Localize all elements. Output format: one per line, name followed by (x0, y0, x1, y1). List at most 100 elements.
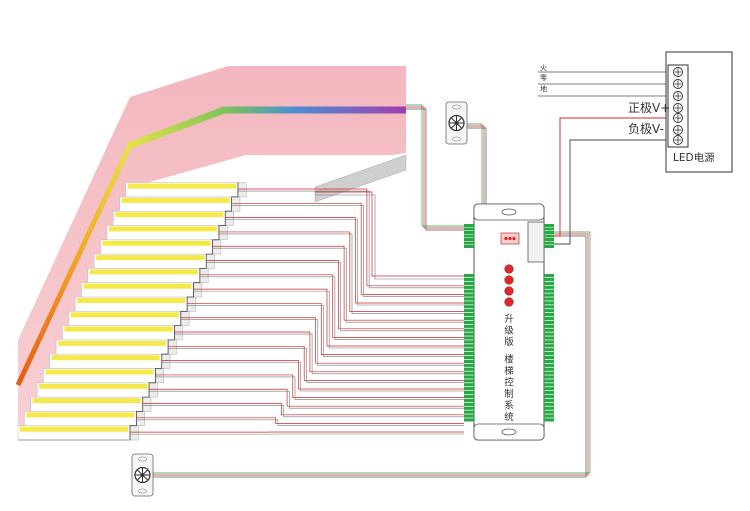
controller-terminal (544, 398, 554, 402)
controller-terminal (544, 394, 554, 399)
controller-terminal (544, 352, 554, 356)
psu-terminal-cross (674, 68, 682, 76)
rainbow-strip-wire (406, 106, 464, 229)
controller-terminal (464, 348, 474, 352)
controller-terminal (544, 363, 554, 367)
terminal-label-neutral: 零 (540, 74, 547, 82)
stair-riser (193, 282, 203, 298)
step-wire-red (193, 288, 464, 347)
step-wire-gray (193, 290, 464, 349)
controller-terminal (464, 391, 474, 395)
controller-button[interactable] (504, 264, 514, 274)
step-wire-red (231, 202, 464, 295)
controller-terminal (464, 224, 474, 227)
step-wire-gray (149, 390, 464, 409)
stair-riser (167, 339, 177, 355)
step-led-strip (32, 398, 141, 404)
stair-riser (142, 396, 152, 412)
controller-label-char: 版 (504, 336, 514, 348)
controller-terminal (544, 324, 554, 328)
controller-terminal (544, 301, 554, 305)
motion-sensor-icon (448, 114, 465, 132)
step-led-strip (20, 426, 128, 432)
step-wire-red (187, 303, 464, 355)
controller-terminal (464, 316, 474, 321)
step-wire-red (161, 360, 464, 390)
motion-sensor-bottom[interactable] (131, 453, 154, 497)
step-wire-red (149, 388, 464, 407)
controller-terminal (464, 238, 474, 241)
controller-terminal (464, 359, 474, 363)
step-led-strip (26, 412, 135, 418)
controller-button[interactable] (504, 297, 514, 307)
step-wire-gray (155, 376, 464, 400)
controller-terminal (544, 309, 554, 313)
controller-label-char: 统 (504, 411, 514, 423)
stair-riser (136, 411, 145, 426)
controller-terminal (544, 375, 554, 379)
controller-terminal (544, 241, 554, 245)
controller-terminal (464, 277, 474, 282)
controller-terminal (464, 301, 474, 305)
dc-negative-wire (544, 139, 674, 245)
controller-terminal (464, 367, 474, 371)
motion-sensor-top[interactable] (445, 101, 468, 145)
controller-terminal (464, 406, 474, 410)
controller-terminal (544, 359, 554, 363)
controller-terminal (464, 363, 474, 367)
step-led-strip (96, 255, 205, 261)
psu-terminal-cross (674, 126, 682, 134)
controller-terminal (544, 348, 554, 352)
step-led-strip (102, 240, 211, 246)
step-led-strip (64, 326, 173, 332)
stair-edge (129, 182, 239, 440)
step-wire-red (206, 260, 464, 330)
step-led-strip (121, 197, 230, 203)
step-wire-red (155, 374, 464, 398)
stair-riser (231, 196, 241, 212)
terminal-label-live: 火 (540, 64, 547, 72)
led-power-supply: LED电源 火 零 地 正极V+ 负极V- (540, 51, 733, 173)
stair-riser (174, 325, 184, 341)
controller-terminal (544, 355, 554, 360)
step-wire-gray (237, 190, 464, 289)
top-sensor-wire (467, 125, 485, 204)
stair-riser (199, 268, 209, 283)
step-led-strip (89, 269, 198, 275)
psu-terminal-cross (674, 114, 682, 122)
controller-terminal (544, 277, 554, 282)
controller-terminal (544, 285, 554, 289)
psu-terminal-cross (674, 92, 682, 100)
controller-terminal (544, 231, 554, 234)
controller-terminal (464, 402, 474, 406)
controller-terminal (464, 383, 474, 387)
controller-button[interactable] (504, 275, 514, 285)
step-led-strip (45, 369, 154, 375)
step-led-strip (108, 226, 217, 232)
controller-terminal (544, 391, 554, 395)
step-led-strip (70, 312, 179, 318)
step-wire-gray (142, 405, 464, 418)
step-wire-gray (180, 319, 464, 366)
step-wire-red (180, 317, 464, 364)
psu-terminal-cross (674, 104, 682, 112)
controller-button[interactable] (504, 286, 514, 296)
controller-terminal (544, 344, 554, 348)
stair-riser (218, 225, 228, 241)
controller-terminal (464, 328, 474, 332)
controller-terminal (464, 313, 474, 317)
rainbow-strip-wire (406, 104, 464, 227)
controller-terminal (464, 281, 474, 285)
terminal-label-negative: 负极V- (628, 122, 664, 136)
controller-input-terminal (527, 221, 545, 263)
staircase (17, 182, 247, 441)
step-wire-red (199, 274, 464, 338)
controller-terminal (544, 340, 554, 344)
controller-terminal (464, 375, 474, 379)
stair-riser (186, 296, 196, 312)
controller-terminal (544, 320, 554, 324)
controller-terminal (464, 355, 474, 360)
controller-terminal (464, 245, 474, 248)
controller-terminal (464, 241, 474, 245)
